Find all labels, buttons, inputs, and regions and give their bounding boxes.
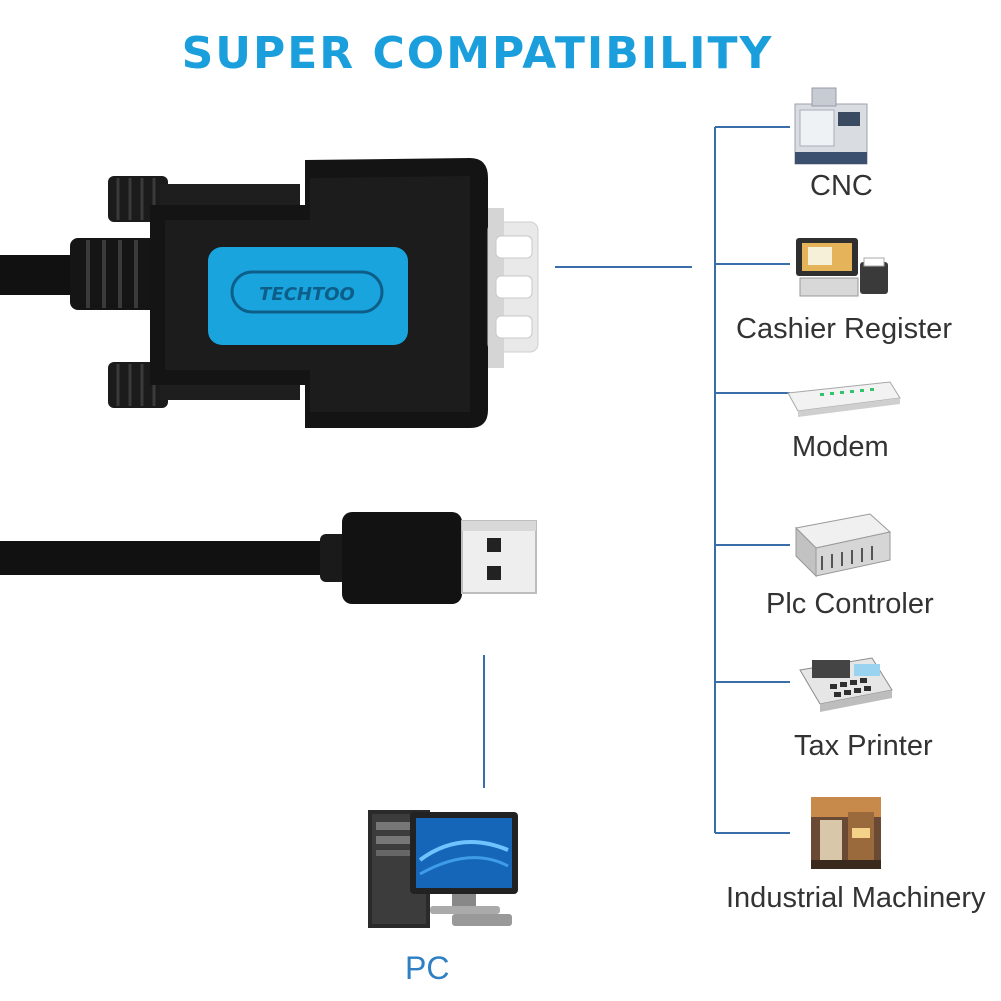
brand-text: TECHTOO (259, 284, 355, 305)
pc-icon (368, 810, 518, 928)
device-label-modem: Modem (792, 431, 889, 463)
device-label-cashier-register: Cashier Register (736, 313, 952, 345)
usb-connector (0, 512, 537, 604)
usb-cable (0, 541, 330, 575)
industrial-machinery-icon (811, 797, 881, 869)
cnc-machine-icon (794, 87, 868, 165)
db9-connector: TECHTOO (0, 158, 539, 428)
device-label-tax-printer: Tax Printer (794, 730, 933, 762)
connector-lines (483, 126, 790, 834)
device-label-industrial-machinery: Industrial Machinery (726, 882, 986, 914)
cash-register-icon (796, 238, 888, 297)
serial-cable (0, 255, 80, 295)
device-label-plc-controler: Plc Controler (766, 588, 934, 620)
plc-controller-icon (794, 513, 892, 578)
tax-printer-icon (799, 657, 893, 712)
page-title: SUPER COMPATIBILITY (181, 28, 774, 79)
pc-label: PC (405, 950, 450, 986)
device-label-cnc: CNC (810, 170, 873, 202)
modem-icon (787, 381, 901, 417)
